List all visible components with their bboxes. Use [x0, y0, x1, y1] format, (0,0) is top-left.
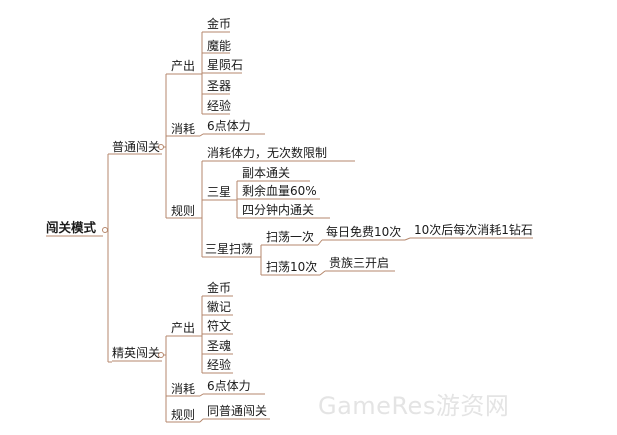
root-toggle-icon: [102, 227, 108, 233]
normal-output-item: 经验: [207, 99, 232, 113]
elite-output-item: 圣魂: [207, 339, 232, 353]
sweep-ten-label: 扫荡10次: [266, 260, 318, 274]
elite-output-item: 徽记: [207, 300, 232, 314]
three-star-condition: 四分钟内通关: [242, 203, 315, 217]
normal-cost-value: 6点体力: [207, 119, 251, 133]
elite-rules-label: 规则: [171, 408, 196, 422]
normal-output-item: 金币: [207, 17, 232, 31]
normal-output-label: 产出: [171, 59, 196, 73]
elite-branch-label: 精英闯关: [112, 346, 161, 360]
sweep-ten-unlock: 贵族三开启: [329, 256, 390, 270]
sweep-once-label: 扫荡一次: [266, 230, 315, 244]
watermark-logo: GameRes游资网: [318, 392, 510, 420]
elite-rules-value: 同普通闯关: [207, 404, 268, 418]
elite-output-item: 符文: [207, 319, 232, 333]
elite-cost-label: 消耗: [171, 382, 196, 396]
normal-rules-label: 规则: [171, 204, 196, 218]
elite-cost-value: 6点体力: [207, 379, 251, 393]
sweep-once-link: [317, 239, 323, 246]
normal-cost-link: [199, 133, 204, 137]
sweep-once-free: 每日免费10次: [326, 225, 402, 239]
sweep-once-after-link: [404, 237, 411, 241]
sweep-once-after: 10次后每次消耗1钻石: [414, 223, 533, 237]
elite-output-item: 经验: [207, 358, 232, 372]
elite-cost-link: [199, 393, 204, 397]
three-star-condition: 剩余血量60%: [242, 184, 317, 198]
normal-cost-label: 消耗: [171, 122, 196, 136]
root-node: 闯关模式: [46, 220, 97, 235]
normal-output-item: 星陨石: [207, 58, 244, 72]
elite-output-item: 金币: [207, 281, 232, 295]
normal-branch-label: 普通闯关: [112, 140, 161, 154]
elite-output-label: 产出: [171, 321, 196, 335]
sweep-ten-link: [319, 270, 326, 276]
normal-output-item: 魔能: [207, 39, 232, 53]
three-star-sweep-label: 三星扫荡: [205, 242, 254, 256]
normal-output-item: 圣器: [207, 79, 232, 93]
three-star-condition: 副本通关: [242, 166, 291, 180]
normal-rules-note: 消耗体力，无次数限制: [207, 146, 328, 160]
three-star-label: 三星: [207, 185, 232, 199]
elite-rules-link: [199, 418, 204, 423]
